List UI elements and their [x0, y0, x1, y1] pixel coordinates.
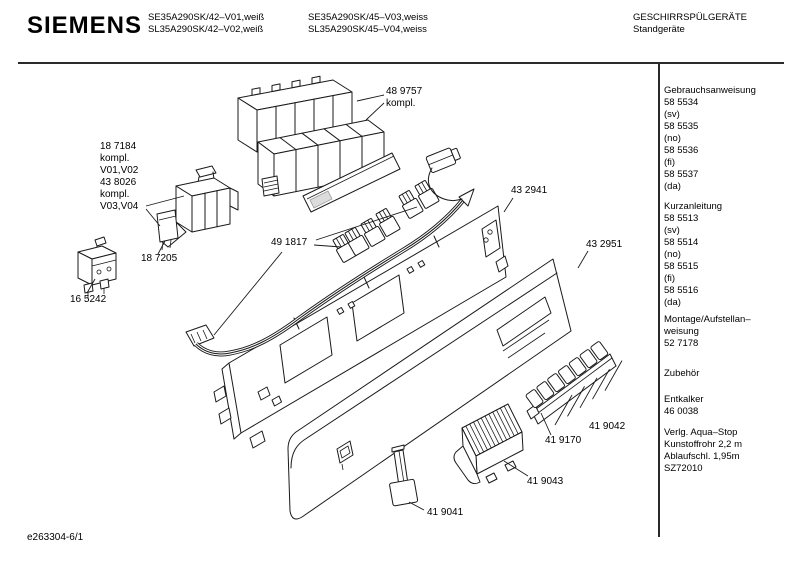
part-label-panel-frame: 43 2941: [511, 185, 548, 196]
language-code: (no): [664, 249, 681, 260]
panel-frame-drawing: [214, 206, 508, 448]
part-label-suppressor: 16 5242: [70, 294, 107, 305]
doc-number: 58 5516: [664, 285, 699, 296]
brand-logo: SIEMENS: [27, 12, 143, 39]
doc-title: Kurzanleitung: [664, 201, 723, 212]
language-code: (no): [664, 133, 681, 144]
doc-number: 58 5514: [664, 237, 699, 248]
doc-detail: Ablaufschl. 1,95m: [664, 451, 740, 462]
doc-number: 58 5515: [664, 261, 699, 272]
part-label-cable-harness: 49 1817: [271, 237, 308, 248]
doc-block-aquastop: Verlg. Aqua–Stop Kunstoffrohr 2,2 m Abla…: [664, 427, 794, 475]
single-key-drawing: [389, 445, 418, 506]
part-label-left-assembly: 18 7184 kompl. V01,V02 43 8026 kompl. V0…: [100, 141, 139, 212]
device-subcategory: Standgeräte: [633, 24, 685, 35]
model-line: SE35A290SK/42–V01,weiß: [148, 12, 265, 23]
left-assembly-drawing: [157, 166, 238, 250]
sidebar-doc-list: Gebrauchsanweisung 58 5534 (sv) 58 5535 …: [664, 85, 794, 475]
doc-number: 58 5534: [664, 97, 699, 108]
doc-title: Montage/Aufstellan–: [664, 314, 751, 325]
model-list-left: SE35A290SK/42–V01,weiß SL35A290SK/42–V02…: [148, 12, 264, 36]
doc-block-kurzanleitung: Kurzanleitung 58 5513 (sv) 58 5514 (no) …: [664, 201, 794, 309]
doc-number: 58 5535: [664, 121, 699, 132]
doc-number: SZ72010: [664, 463, 703, 474]
part-label-key-strip: 41 9170: [545, 435, 582, 446]
doc-block-montage: Montage/Aufstellan– weisung 52 7178: [664, 314, 794, 350]
part-label-relay: 18 7205: [141, 253, 178, 264]
device-category-block: GESCHIRRSPÜLGERÄTE Standgeräte: [633, 12, 747, 36]
leader-lines: [87, 95, 622, 510]
part-label-control-module: 48 9757 kompl.: [386, 86, 423, 109]
language-code: (da): [664, 181, 681, 192]
control-module-drawing: [238, 76, 400, 212]
doc-title: Zubehör: [664, 368, 700, 379]
doc-number: 58 5537: [664, 169, 699, 180]
document-number: e263304-6/1: [27, 532, 84, 543]
part-label-single-key: 41 9041: [427, 507, 464, 518]
doc-title: Verlg. Aqua–Stop: [664, 427, 738, 438]
model-line: SE35A290SK/45–V03,weiss: [308, 12, 428, 23]
part-label-button-block: 41 9043: [527, 476, 564, 487]
doc-number: 52 7178: [664, 338, 699, 349]
device-category: GESCHIRRSPÜLGERÄTE: [633, 12, 748, 23]
part-label-key-group: 41 9042: [589, 421, 626, 432]
sidebar-divider: [658, 63, 660, 537]
doc-detail: Kunstoffrohr 2,2 m: [664, 439, 742, 450]
model-line: SL35A290SK/42–V02,weiß: [148, 24, 264, 35]
doc-title: Gebrauchsanweisung: [664, 85, 756, 96]
language-code: (fi): [664, 273, 676, 284]
doc-number: 58 5536: [664, 145, 699, 156]
language-code: (sv): [664, 109, 680, 120]
suppressor-drawing: [78, 237, 116, 298]
model-line: SL35A290SK/45–V04,weiss: [308, 24, 427, 35]
doc-number: 46 0038: [664, 406, 699, 417]
doc-number: 58 5513: [664, 213, 699, 224]
language-code: (sv): [664, 225, 680, 236]
model-list-right: SE35A290SK/45–V03,weiss SL35A290SK/45–V0…: [308, 12, 428, 36]
header-divider: [18, 62, 784, 64]
fascia-panel-drawing: [288, 259, 571, 519]
part-label-fascia-panel: 43 2951: [586, 239, 623, 250]
language-code: (fi): [664, 157, 676, 168]
doc-title: Entkalker: [664, 394, 704, 405]
button-block-drawing: [454, 404, 523, 484]
language-code: (da): [664, 297, 681, 308]
doc-block-entkalker: Entkalker 46 0038: [664, 394, 794, 418]
key-strip-drawing: [525, 341, 616, 424]
doc-block-zubehoer: Zubehör: [664, 368, 794, 380]
doc-block-gebrauchsanweisung: Gebrauchsanweisung 58 5534 (sv) 58 5535 …: [664, 85, 794, 193]
doc-title: weisung: [664, 326, 699, 337]
